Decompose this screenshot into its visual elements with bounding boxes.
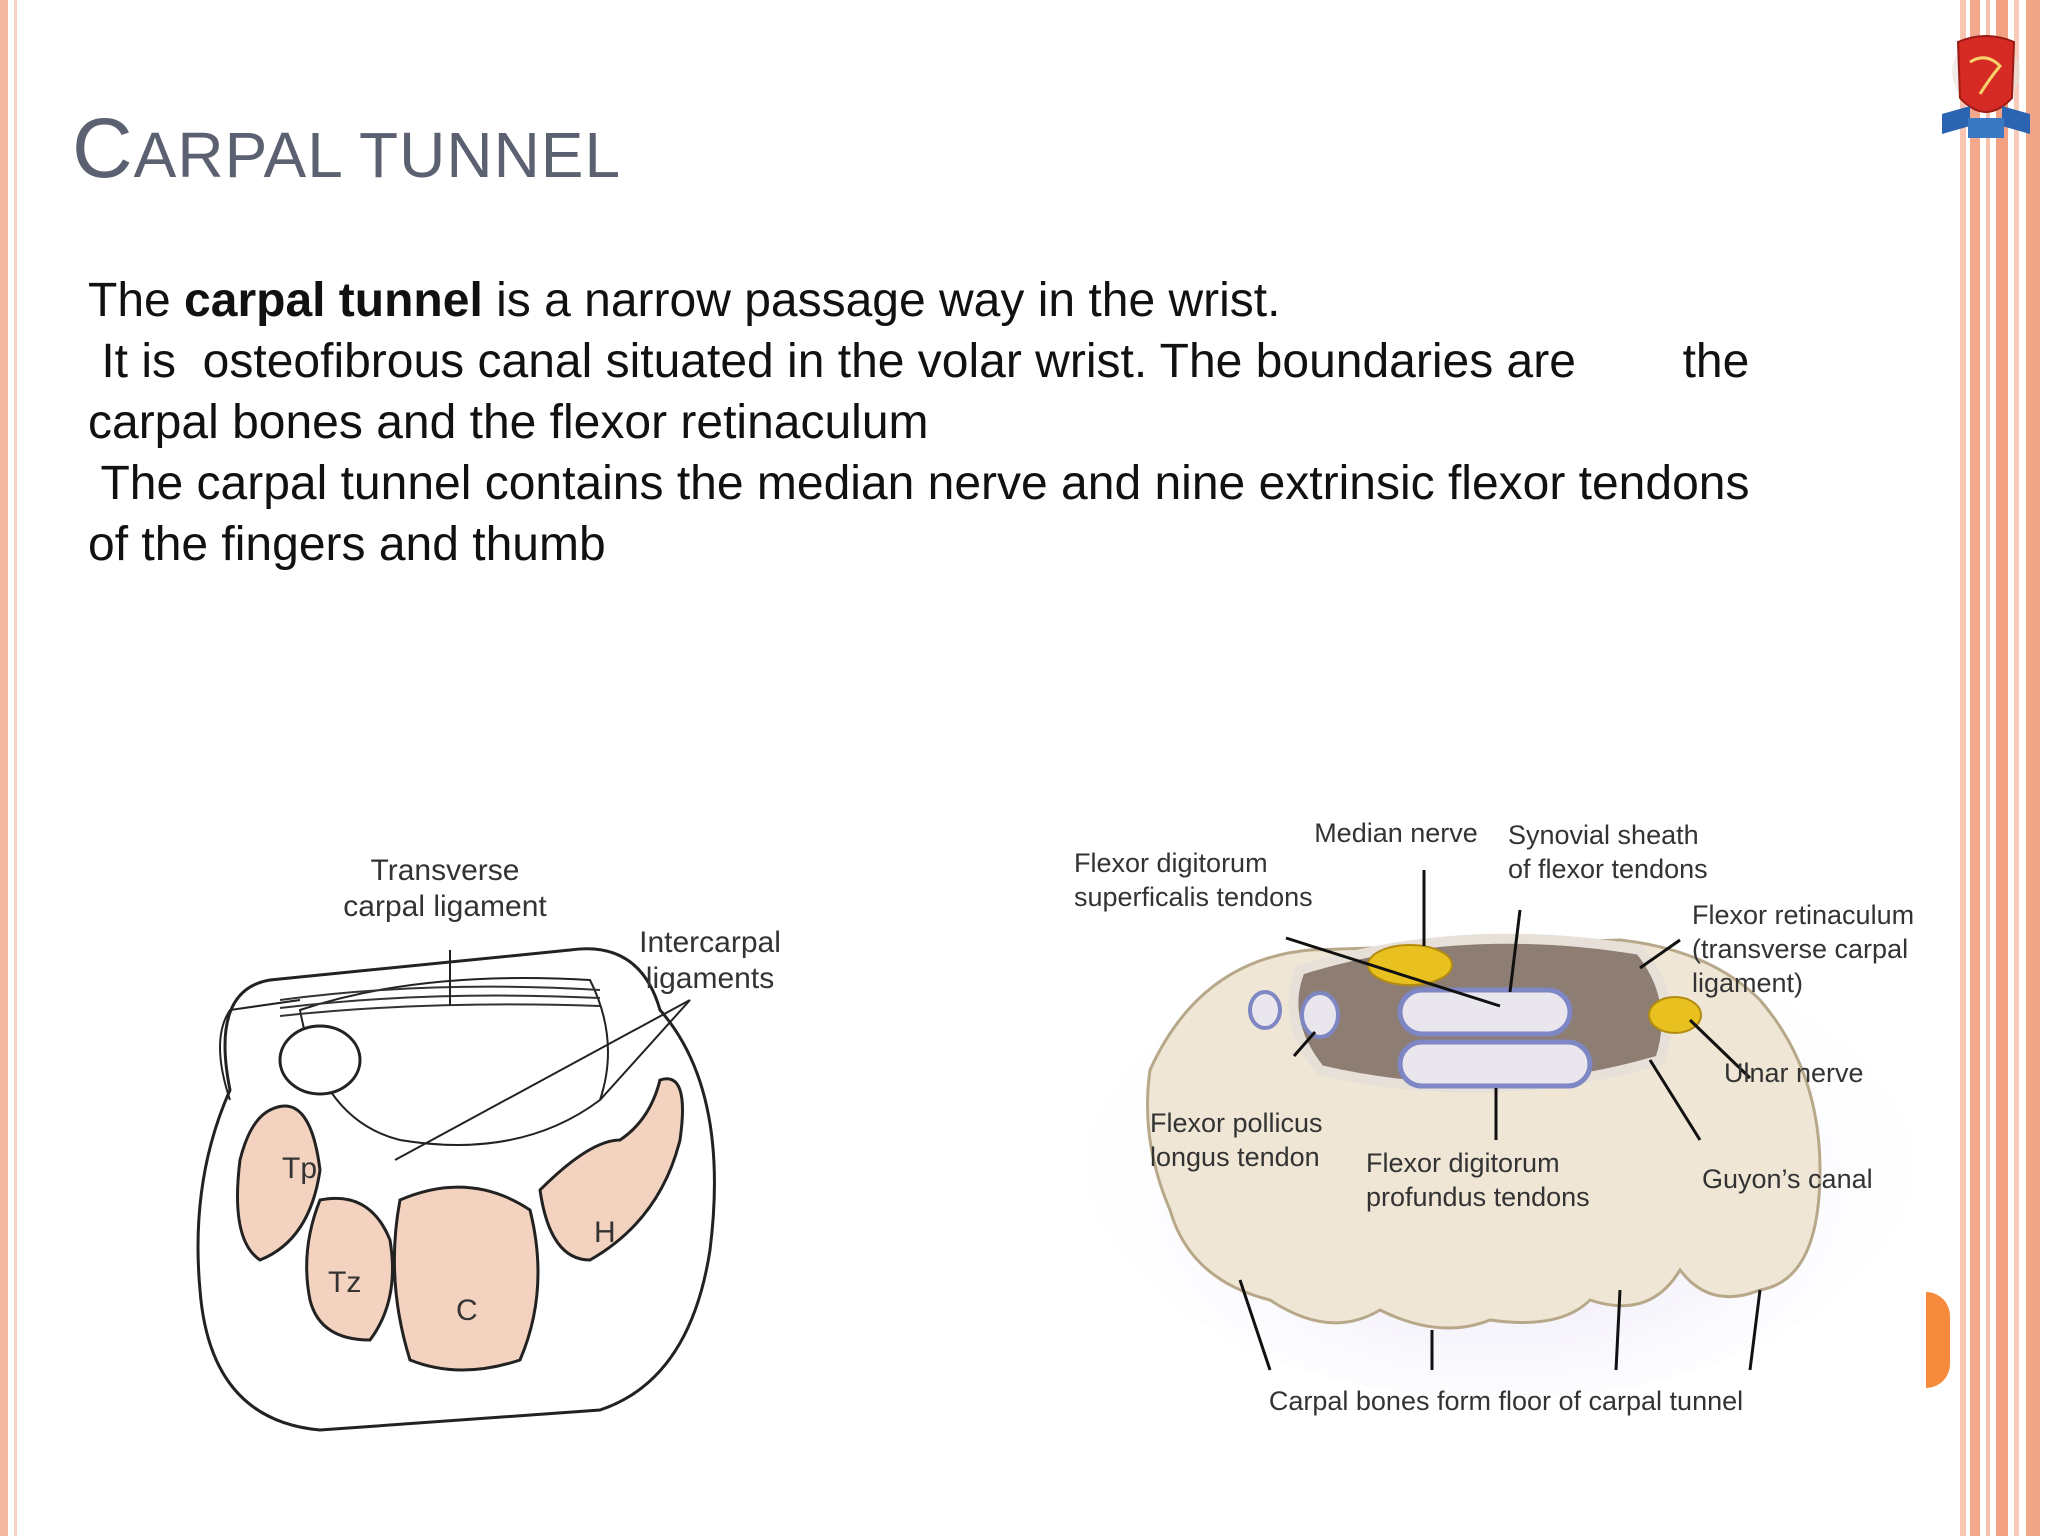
university-crest-logo — [1942, 35, 2030, 138]
slide-body: The carpal tunnel is a narrow passage wa… — [88, 270, 1888, 575]
label-fpl-2: longus tendon — [1150, 1142, 1320, 1172]
fpl-tendon-shape — [1300, 991, 1340, 1039]
left-border-stripe — [0, 0, 8, 1536]
bone-c — [392, 1185, 540, 1372]
label-intercarpal: Intercarpal — [639, 926, 781, 959]
p1-text-a: The — [88, 274, 185, 327]
right-decorative-bars — [1960, 0, 2048, 1536]
label-tp: Tp — [282, 1152, 317, 1185]
synovial-sheath-upper — [1397, 987, 1573, 1037]
slide-nav-tab[interactable] — [1926, 1292, 1950, 1388]
label-retinaculum-1: Flexor retinaculum — [1692, 900, 1914, 930]
label-fds-2: superficalis tendons — [1074, 882, 1313, 912]
label-fpl-1: Flexor pollicus — [1150, 1108, 1323, 1138]
paragraph-3-line-2: of the fingers and thumb — [88, 518, 606, 571]
fcr-tendon-ring — [278, 1024, 362, 1096]
label-fdp-1: Flexor digitorum — [1366, 1148, 1560, 1178]
label-h: H — [594, 1216, 616, 1249]
label-tz: Tz — [328, 1266, 361, 1299]
label-carpal-ligament: carpal ligament — [343, 890, 547, 923]
paragraph-2-line-2: carpal bones and the flexor retinaculum — [88, 396, 929, 449]
p1-text-b: is a narrow passage way in the wrist. — [482, 274, 1281, 327]
title-rest: ARPAL TUNNEL — [133, 119, 622, 191]
label-synovial-1: Synovial sheath — [1508, 820, 1699, 850]
fcr-tendon-shape — [1248, 990, 1282, 1030]
label-fdp-2: profundus tendons — [1366, 1182, 1590, 1212]
p1-bold-term: carpal tunnel — [184, 274, 483, 327]
bone-tp — [236, 1104, 322, 1262]
paragraph-2-line-1: It is osteofibrous canal situated in the… — [88, 335, 1750, 388]
label-ulnar-nerve: Ulnar nerve — [1724, 1058, 1864, 1088]
label-c: C — [456, 1294, 478, 1327]
label-synovial-2: of flexor tendons — [1508, 854, 1708, 884]
carpal-tunnel-anatomy-diagram: Median nerve Synovial sheath of flexor t… — [1074, 818, 1920, 1416]
paragraph-3-line-1: The carpal tunnel contains the median ne… — [88, 457, 1750, 510]
label-guyon-canal: Guyon’s canal — [1702, 1164, 1873, 1194]
paragraph-1: The carpal tunnel is a narrow passage wa… — [88, 270, 1888, 331]
label-median-nerve: Median nerve — [1314, 818, 1478, 848]
label-transverse: Transverse — [371, 854, 520, 887]
bone-h — [538, 1077, 684, 1262]
label-fds-1: Flexor digitorum — [1074, 848, 1268, 878]
ulnar-nerve-shape — [1648, 996, 1702, 1034]
carpal-cross-section-diagram: Transverse carpal ligament Intercarpal l… — [196, 854, 781, 1432]
title-initial: C — [72, 101, 134, 195]
label-retinaculum-2: (transverse carpal — [1692, 934, 1908, 964]
left-border-stripe-thin — [14, 0, 17, 1536]
label-ligaments: ligaments — [646, 962, 774, 995]
slide-title: CARPAL TUNNEL — [72, 100, 621, 197]
label-carpal-floor: Carpal bones form floor of carpal tunnel — [1269, 1386, 1743, 1416]
synovial-sheath-lower — [1397, 1039, 1593, 1089]
bone-tz — [305, 1196, 394, 1342]
median-nerve-shape — [1367, 944, 1453, 986]
label-retinaculum-3: ligament) — [1692, 968, 1803, 998]
